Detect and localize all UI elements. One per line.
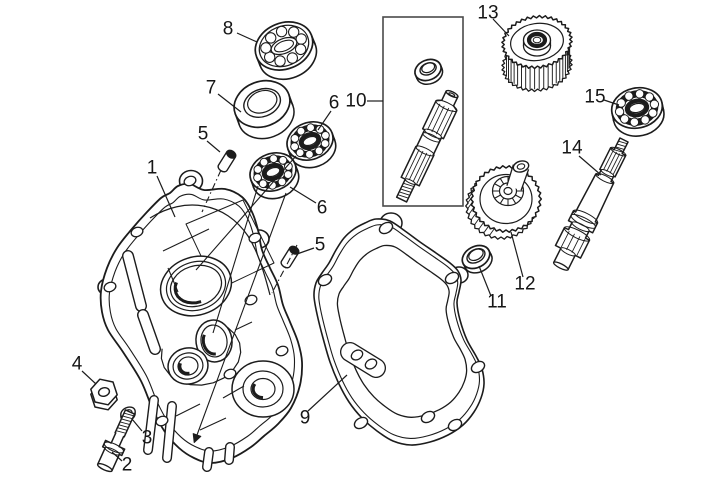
part-label-15: 15: [584, 87, 605, 108]
part-label-13: 13: [477, 3, 498, 24]
shaft-seal: [414, 58, 444, 86]
part-label-11: 11: [487, 292, 507, 313]
ball-bearing-6-lower: [249, 151, 300, 200]
flange-bolt: [96, 409, 136, 473]
dowel-pin: [217, 149, 237, 173]
hex-nut: [90, 378, 118, 411]
seal-ring: [461, 244, 493, 274]
part-label-9: 9: [300, 408, 311, 429]
ball-bearing-6-upper: [286, 120, 337, 169]
part-label-14: 14: [561, 138, 583, 159]
ball-bearing-15: [610, 86, 665, 137]
part-label-5: 5: [198, 124, 209, 145]
detail-box-frame: [382, 16, 464, 207]
drive-shaft: [395, 89, 459, 203]
part-label-3: 3: [142, 428, 153, 449]
ball-bearing-8: [254, 21, 318, 81]
dowel-pin: [280, 245, 300, 269]
part-label-5: 5: [315, 235, 326, 256]
counter-gear: [465, 160, 543, 240]
oil-seal: [233, 79, 295, 140]
part-label-8: 8: [223, 19, 234, 40]
assembly-axis-lines: [192, 155, 298, 443]
part-label-7: 7: [206, 78, 217, 99]
part-label-6: 6: [317, 198, 328, 219]
part-label-10: 10: [345, 91, 366, 112]
final-gear: [501, 14, 573, 93]
part-label-4: 4: [72, 354, 83, 375]
cover-gasket: [313, 212, 486, 446]
part-label-2: 2: [122, 455, 133, 476]
gearbox-housing: [97, 169, 303, 472]
part-label-1: 1: [147, 158, 158, 179]
part-label-12: 12: [514, 274, 535, 295]
part-label-6: 6: [329, 93, 340, 114]
